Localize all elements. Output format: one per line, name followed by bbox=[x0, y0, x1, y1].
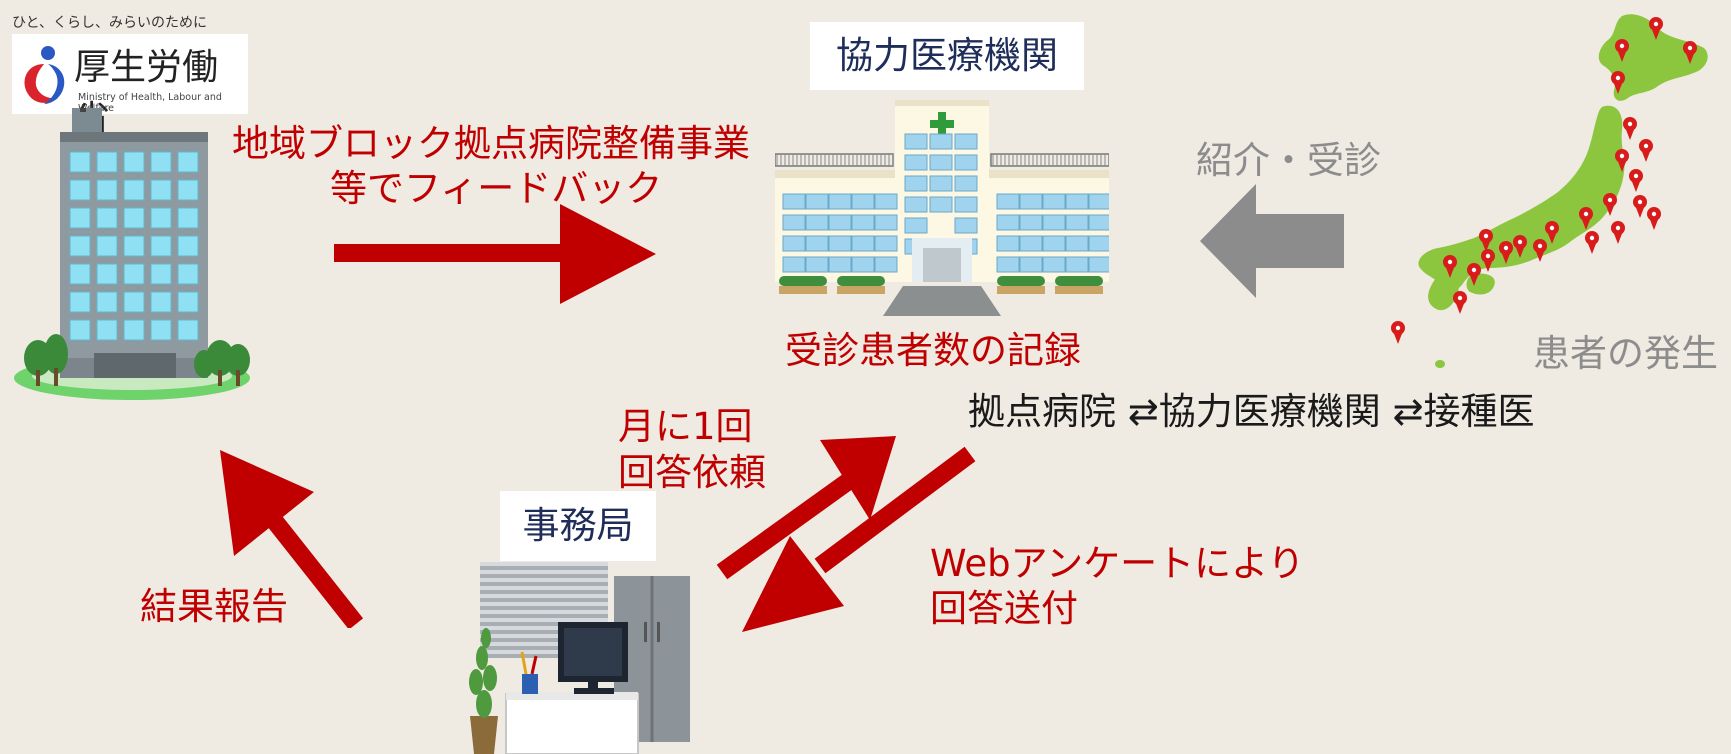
map-pin-icon bbox=[1533, 239, 1547, 262]
request-arrow bbox=[716, 436, 896, 580]
ministry-building-illustration bbox=[14, 108, 250, 400]
map-pin-icon bbox=[1615, 149, 1629, 172]
web-survey-line1: Webアンケートにより bbox=[930, 542, 1305, 585]
map-pin-icon bbox=[1639, 139, 1653, 162]
logo-tagline: ひと、くらし、みらいのために bbox=[12, 15, 208, 31]
map-pin-icon bbox=[1683, 41, 1697, 64]
response-arrow bbox=[742, 446, 976, 632]
patient-count-record-label: 受診患者数の記録 bbox=[785, 329, 1081, 372]
web-survey-line2: 回答送付 bbox=[930, 587, 1078, 630]
referral-arrow bbox=[1200, 184, 1344, 298]
feedback-text-line2: 等でフィードバック bbox=[330, 167, 663, 210]
map-pin-icon bbox=[1545, 221, 1559, 244]
map-pin-icon bbox=[1579, 207, 1593, 230]
logo-panel: 厚生労働省 Ministry of Health, Labour and Wel… bbox=[12, 34, 248, 140]
partner-institution-label-box: 協力医療機関 bbox=[810, 22, 1084, 90]
map-pin-icon bbox=[1615, 39, 1629, 62]
map-pin-icon bbox=[1647, 207, 1661, 230]
map-pin-icon bbox=[1611, 71, 1625, 94]
hospital-chain-text: 拠点病院 ⇄協力医療機関 ⇄接種医 bbox=[968, 390, 1535, 433]
monthly-request-line2: 回答依頼 bbox=[618, 451, 766, 494]
map-pin-icon bbox=[1453, 291, 1467, 314]
map-pin-icon bbox=[1649, 17, 1663, 40]
map-pin-icon bbox=[1499, 241, 1513, 264]
map-pin-icon bbox=[1467, 263, 1481, 286]
map-pin-icon bbox=[1479, 229, 1493, 252]
map-pin-icon bbox=[1629, 169, 1643, 192]
map-pin-icon bbox=[1513, 235, 1527, 258]
mhlw-logo: ひと、くらし、みらいのために 厚生労働省 Ministry of Health,… bbox=[10, 10, 250, 140]
japan-map-illustration bbox=[1391, 14, 1708, 368]
map-pin-icon bbox=[1623, 117, 1637, 140]
mhlw-mark-icon bbox=[24, 46, 65, 104]
feedback-text-line1: 地域ブロック拠点病院整備事業 bbox=[232, 122, 750, 165]
map-pin-icon bbox=[1391, 321, 1405, 344]
map-pin-icon bbox=[1443, 255, 1457, 278]
referral-label: 紹介・受診 bbox=[1196, 139, 1381, 182]
result-report-label: 結果報告 bbox=[140, 585, 288, 628]
map-pin-icon bbox=[1603, 193, 1617, 216]
map-pin-icon bbox=[1585, 231, 1599, 254]
feedback-arrow bbox=[334, 204, 656, 304]
result-report-arrow bbox=[220, 450, 364, 628]
hospital-illustration bbox=[775, 100, 1109, 316]
monthly-request-line1: 月に1回 bbox=[618, 405, 753, 448]
map-pin-icon bbox=[1633, 195, 1647, 218]
partner-institution-label: 協力医療機関 bbox=[836, 34, 1058, 77]
office-illustration bbox=[469, 562, 690, 754]
map-pin-icon bbox=[1481, 249, 1495, 272]
map-pin-icon bbox=[1611, 221, 1625, 244]
secretariat-label-box: 事務局 bbox=[500, 491, 656, 561]
secretariat-label: 事務局 bbox=[522, 504, 634, 547]
patient-occurrence-label: 患者の発生 bbox=[1533, 332, 1718, 375]
